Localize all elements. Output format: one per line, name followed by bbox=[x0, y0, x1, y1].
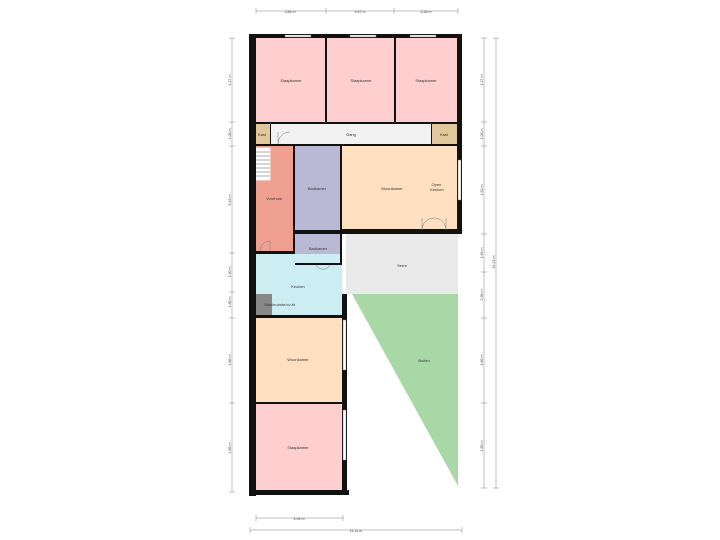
badkamer-1 bbox=[295, 146, 340, 230]
gang bbox=[270, 124, 432, 144]
buiten-label: Buiten bbox=[418, 358, 429, 363]
label-open-keuken-line2: Keuken bbox=[430, 187, 444, 192]
label-gang: Gang bbox=[346, 132, 356, 137]
dim-left-4: 1.90 m bbox=[228, 267, 232, 278]
dim-left-1: 4.27 m bbox=[228, 75, 232, 86]
label-kast-right: Kast bbox=[440, 132, 449, 137]
dim-bottom-inner: 4.94 m bbox=[294, 517, 305, 521]
slaapkamer-bottom bbox=[256, 404, 342, 490]
label-woonkamer-bottom: Woonkamer bbox=[287, 357, 309, 362]
label-open-keuken: Open Keuken bbox=[430, 182, 444, 192]
dim-left-7: 4.85 m bbox=[228, 443, 232, 454]
serre bbox=[346, 234, 458, 294]
dim-right-4: 1.93 m bbox=[480, 248, 484, 259]
right-dimensions: 4.27 m 1.08 m 4.52 m 1.93 m 2.96 m 4.86 … bbox=[480, 37, 499, 489]
dim-left-6: 4.86 m bbox=[228, 355, 232, 366]
dim-top-2: 3.67 m bbox=[355, 10, 366, 14]
slaapkamer-1 bbox=[256, 38, 325, 122]
label-woonkamer-top: Woonkamer bbox=[381, 186, 403, 191]
label-keuken: Keuken bbox=[291, 284, 305, 289]
label-voorhuis: Voorhuis bbox=[266, 196, 282, 201]
label-slaapkamer-bottom: Slaapkamer bbox=[287, 445, 309, 450]
label-serre: Serre bbox=[397, 263, 408, 268]
doors bbox=[259, 131, 447, 270]
label-stookruimte: Stookruimte/cv-ht bbox=[264, 302, 296, 307]
dim-right-7: 4.85 m bbox=[480, 441, 484, 452]
dim-right-1: 4.27 m bbox=[480, 75, 484, 86]
kast-left bbox=[256, 124, 270, 144]
woonkamer-top bbox=[342, 146, 457, 230]
label-open-keuken-line1: Open bbox=[432, 182, 442, 187]
dim-right-6: 4.86 m bbox=[480, 355, 484, 366]
slaapkamer-2 bbox=[327, 38, 394, 122]
stairs bbox=[255, 147, 271, 181]
label-badkamer-1: Badkamer bbox=[308, 186, 327, 191]
label-badkamer-2: Badkamer bbox=[309, 246, 328, 251]
label-slaapkamer-1: Slaapkamer bbox=[280, 78, 302, 83]
label-slaapkamer-2: Slaapkamer bbox=[350, 78, 372, 83]
woonkamer-bottom bbox=[256, 318, 342, 402]
bottom-dimensions: 4.94 m 11.11 m bbox=[249, 515, 463, 533]
dim-bottom-total: 11.11 m bbox=[350, 529, 362, 533]
windows bbox=[284, 34, 462, 461]
dim-top-3: 3.38 m bbox=[421, 10, 432, 14]
dim-left-3: 5.45 m bbox=[228, 195, 232, 206]
label-slaapkamer-3: Slaapkamer bbox=[415, 78, 437, 83]
kast-right bbox=[432, 124, 457, 144]
top-dimensions: 3.84 m 3.67 m 3.38 m bbox=[255, 8, 459, 14]
dim-right-5: 2.96 m bbox=[480, 290, 484, 301]
slaapkamer-3 bbox=[396, 38, 457, 122]
dim-left-2: 1.08 m bbox=[228, 129, 232, 140]
label-kast-left: Kast bbox=[258, 132, 267, 137]
left-dimensions: 4.27 m 1.08 m 5.45 m 1.90 m 1.86 m 4.86 … bbox=[228, 37, 235, 493]
dim-right-total: 24.21 m bbox=[492, 256, 496, 269]
dim-top-1: 3.84 m bbox=[285, 10, 296, 14]
dim-left-5: 1.86 m bbox=[228, 297, 232, 308]
buiten-area bbox=[352, 294, 458, 486]
stookruimte bbox=[256, 294, 272, 316]
dim-right-2: 1.08 m bbox=[480, 129, 484, 140]
dim-right-3: 4.52 m bbox=[480, 185, 484, 196]
